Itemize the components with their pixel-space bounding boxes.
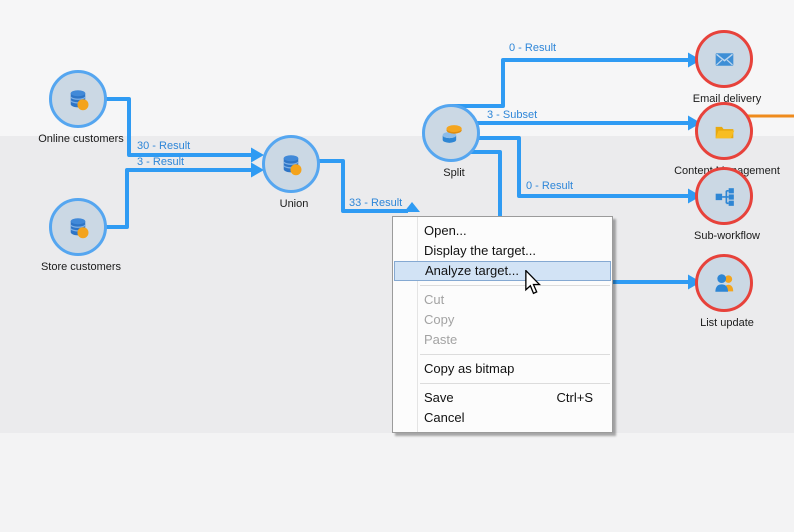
arrowhead-icon	[404, 202, 420, 212]
context-menu: Open... Display the target... Analyze targ…	[392, 216, 613, 433]
connection-union-to-target[interactable]	[310, 159, 408, 213]
menu-item-open[interactable]: Open...	[393, 221, 612, 241]
connection-online-to-union[interactable]	[104, 97, 251, 157]
node-label: Online customers	[38, 133, 124, 145]
menu-item-label: Cancel	[424, 410, 465, 425]
node-label: Email delivery	[692, 93, 762, 105]
email-icon	[715, 52, 733, 66]
menu-item-label: Save	[424, 390, 454, 405]
node-email-delivery[interactable]: Email delivery	[693, 30, 761, 105]
edge-label: 3 - Subset	[487, 109, 538, 121]
menu-item-cancel[interactable]: Cancel	[393, 408, 612, 428]
node-union[interactable]: Union	[262, 135, 320, 210]
connection-store-to-union[interactable]	[104, 168, 251, 229]
background-band-top	[0, 0, 794, 136]
menu-icon-gutter	[417, 217, 418, 432]
connection-split-down-behind-menu[interactable]	[452, 150, 502, 218]
menu-item-label: Cut	[424, 292, 445, 307]
node-label: Split	[443, 167, 465, 179]
background-band-bottom	[0, 433, 794, 532]
menu-item-copy: Copy	[393, 310, 612, 330]
arrowhead-icon	[688, 274, 701, 290]
menu-separator	[393, 281, 612, 290]
people-icon	[714, 273, 733, 292]
arrowhead-icon	[688, 52, 701, 68]
menu-item-label: Copy	[424, 312, 455, 327]
menu-item-label: Open...	[424, 223, 467, 238]
database-icon	[69, 89, 88, 110]
menu-item-label: Display the target...	[424, 243, 536, 258]
node-sub-workflow[interactable]: Sub-workflow	[694, 167, 760, 242]
node-store-customers[interactable]: Store customers	[41, 198, 121, 273]
arrowhead-icon	[688, 188, 701, 204]
node-label: Sub-workflow	[693, 230, 761, 242]
arrowhead-icon	[688, 115, 701, 131]
edge-label: 30 - Result	[137, 140, 191, 152]
menu-item-save[interactable]: Save Ctrl+S	[393, 388, 612, 408]
menu-item-paste: Paste	[393, 330, 612, 350]
menu-item-label: Paste	[424, 332, 458, 347]
edge-label: 0 - Result	[526, 180, 574, 192]
database-icon	[282, 154, 301, 175]
menu-shortcut: Ctrl+S	[556, 390, 593, 405]
arrowhead-icon	[251, 147, 264, 163]
node-label: Union	[279, 198, 309, 210]
menu-item-copy-as-bitmap[interactable]: Copy as bitmap	[393, 359, 612, 379]
menu-item-cut: Cut	[393, 290, 612, 310]
database-icon	[69, 217, 88, 238]
connection-split-to-email[interactable]	[452, 58, 688, 108]
menu-item-display-the-target[interactable]: Display the target...	[393, 241, 612, 261]
edge-label: 3 - Result	[137, 156, 185, 168]
menu-separator	[393, 350, 612, 359]
context-menu-items: Open... Display the target... Analyze targ…	[393, 221, 612, 428]
mouse-cursor	[525, 270, 541, 295]
subworkflow-icon	[715, 187, 734, 206]
folder-icon	[715, 126, 734, 138]
arrowhead-icon	[251, 162, 264, 178]
split-icon	[442, 124, 462, 143]
node-split[interactable]: Split	[422, 104, 480, 179]
node-label: List update	[700, 317, 754, 329]
menu-item-label: Copy as bitmap	[424, 361, 515, 376]
edge-label: 0 - Result	[509, 42, 557, 54]
node-content-management[interactable]: Content Management	[674, 102, 780, 177]
node-label: Store customers	[40, 261, 122, 273]
connection-split-to-subworkflow[interactable]	[452, 136, 688, 198]
menu-item-label: Analyze target...	[425, 263, 519, 278]
menu-item-analyze-target[interactable]: Analyze target...	[394, 261, 611, 281]
node-list-update[interactable]: List update	[695, 254, 754, 329]
menu-separator	[393, 379, 612, 388]
edge-label: 33 - Result	[349, 197, 403, 209]
node-online-customers[interactable]: Online customers	[38, 70, 124, 145]
